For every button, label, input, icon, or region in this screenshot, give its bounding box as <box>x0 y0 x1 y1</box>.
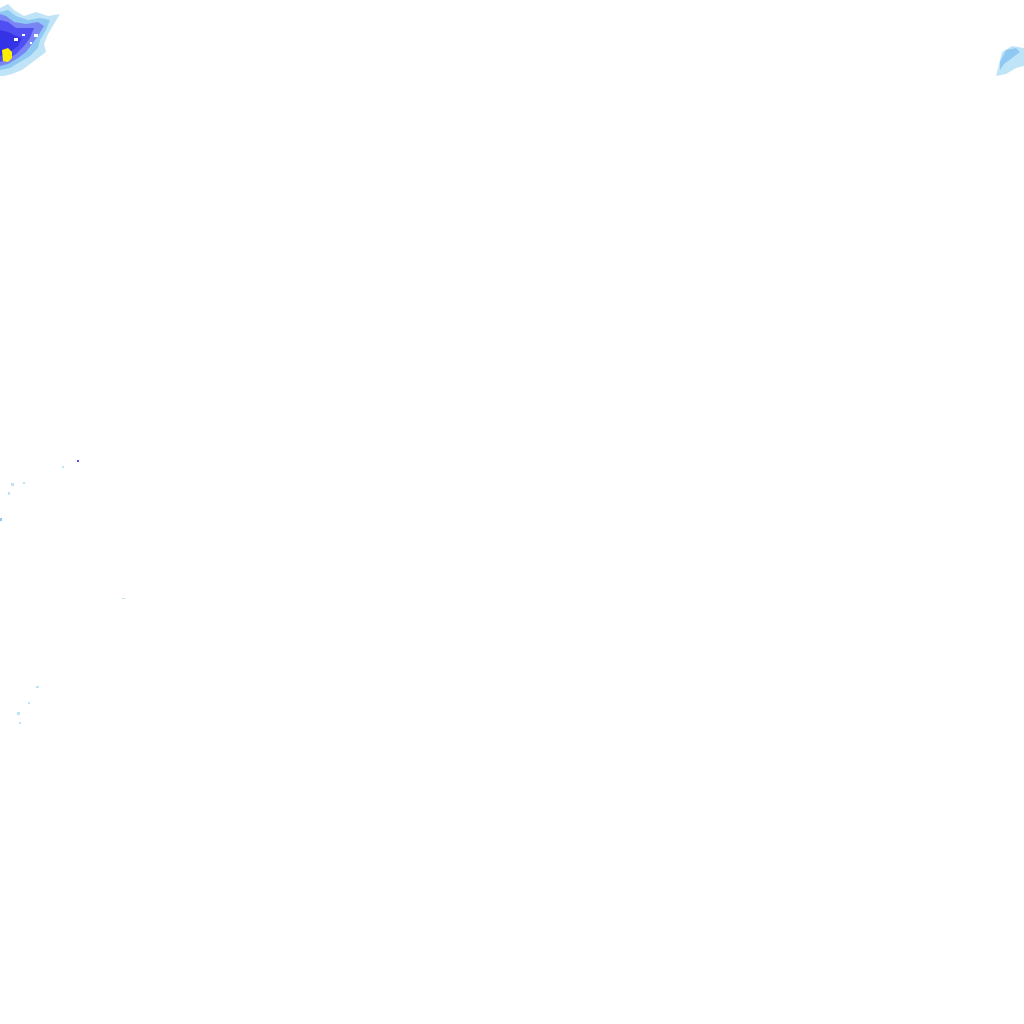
northeast-echo-fragment <box>996 46 1024 76</box>
west-scattered-echoes <box>0 460 125 599</box>
west-echo-dot <box>8 492 10 495</box>
sw-echo-dot <box>17 712 20 715</box>
northwest-echo-cluster <box>0 4 60 76</box>
nw-echo-very-heavy <box>2 48 12 62</box>
west-echo-dot <box>77 460 79 462</box>
west-echo-dot <box>23 482 25 484</box>
sw-echo-dot <box>28 702 30 704</box>
southwest-scattered-echoes <box>17 686 39 724</box>
west-echo-dot <box>11 483 14 486</box>
nw-echo-gap-2 <box>22 34 25 36</box>
west-echo-dot <box>0 518 2 521</box>
west-echo-dot <box>62 466 64 468</box>
sw-echo-dot <box>36 686 39 688</box>
nw-echo-gap-4 <box>30 42 32 44</box>
nw-echo-gap-3 <box>34 34 38 37</box>
sw-echo-dot <box>19 722 21 724</box>
ne-echo-light <box>1000 48 1020 70</box>
west-echo-dot <box>122 598 125 599</box>
nw-echo-gap-1 <box>14 38 18 41</box>
